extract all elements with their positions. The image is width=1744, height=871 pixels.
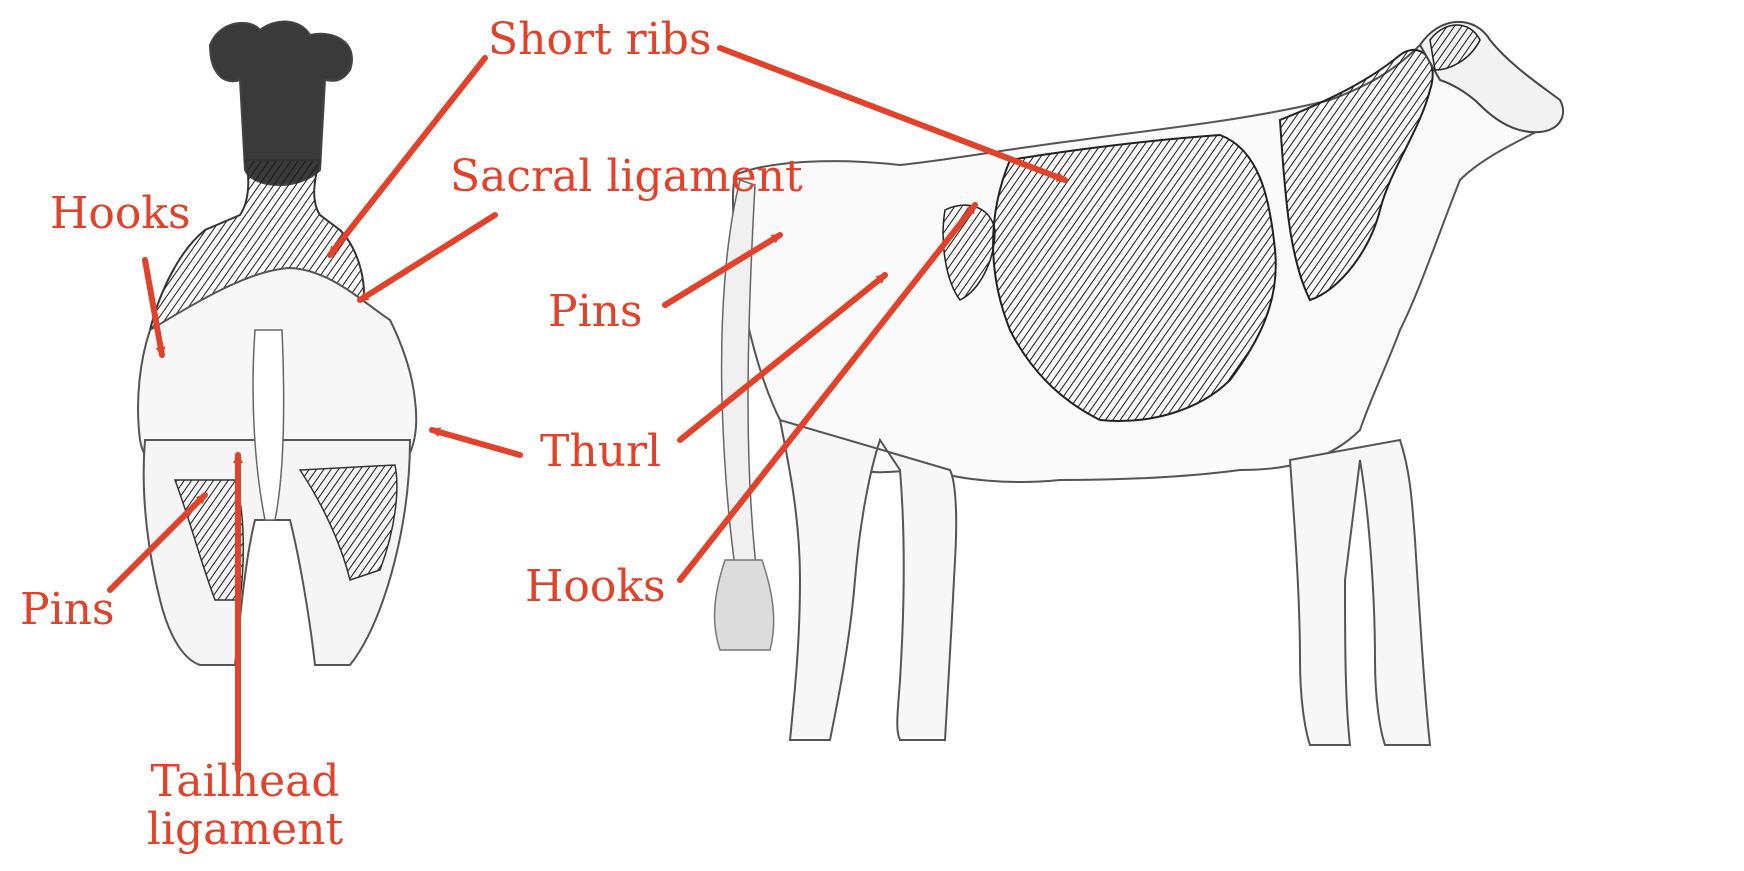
arrow-sacral-ligament bbox=[360, 215, 495, 300]
label-tailhead-line1: Tailhead bbox=[145, 760, 345, 804]
arrow-thurl-rear bbox=[432, 430, 520, 455]
cow-side-view bbox=[715, 22, 1564, 745]
label-sacral-ligament: Sacral ligament bbox=[450, 155, 803, 199]
label-tailhead-ligament: Tailhead ligament bbox=[145, 760, 345, 852]
side-cow-tail-switch bbox=[715, 560, 774, 650]
label-pins-rear: Pins bbox=[20, 588, 115, 632]
label-tailhead-line2: ligament bbox=[145, 808, 345, 852]
side-cow-front-legs bbox=[1290, 440, 1430, 745]
label-short-ribs: Short ribs bbox=[488, 18, 712, 62]
label-thurl: Thurl bbox=[540, 430, 661, 474]
label-pins-side: Pins bbox=[548, 290, 643, 334]
cow-rear-view bbox=[138, 22, 416, 665]
side-cow-rear-legs bbox=[780, 420, 956, 740]
label-hooks-rear: Hooks bbox=[50, 192, 191, 236]
label-hooks-side: Hooks bbox=[525, 565, 666, 609]
